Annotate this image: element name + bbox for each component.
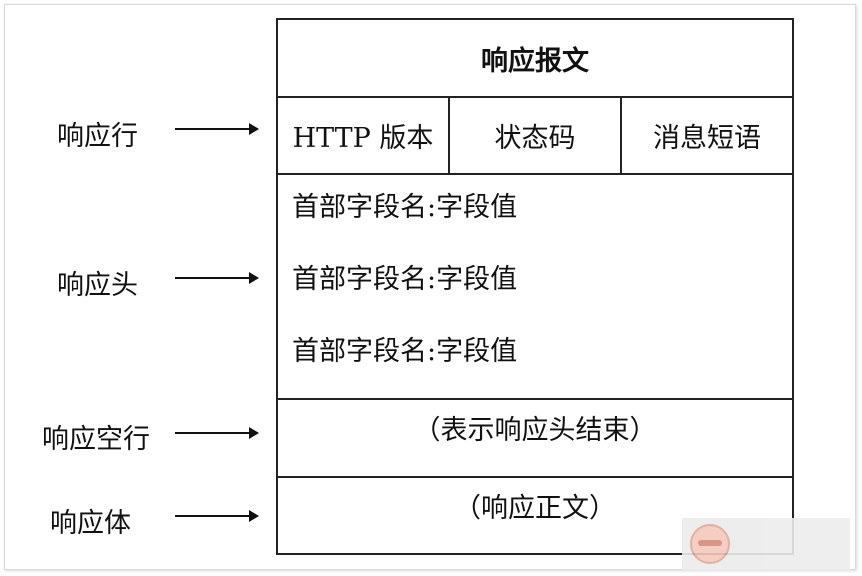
header-field-line: 首部字段名:字段值 bbox=[292, 336, 518, 367]
label-body: 响应体 bbox=[50, 508, 131, 539]
figure-frame bbox=[4, 4, 856, 570]
label-status-line: 响应行 bbox=[57, 121, 138, 152]
cell-status-code: 状态码 bbox=[448, 98, 620, 173]
blank-line-text: （表示响应头结束） bbox=[413, 415, 657, 446]
arrow-blank-line bbox=[175, 427, 259, 439]
arrow-body bbox=[175, 510, 259, 522]
arrow-headers bbox=[175, 272, 259, 284]
response-message-diagram: 响应报文 HTTP 版本 状态码 消息短语 首部字段名:字段值 首部字段名:字段… bbox=[276, 18, 794, 555]
headers-section: 首部字段名:字段值 首部字段名:字段值 首部字段名:字段值 bbox=[278, 175, 792, 400]
cell-http-version: HTTP 版本 bbox=[292, 123, 434, 154]
watermark-face-icon bbox=[690, 524, 730, 564]
watermark-logo bbox=[682, 518, 850, 570]
header-field-line: 首部字段名:字段值 bbox=[292, 264, 518, 295]
status-line-row: HTTP 版本 状态码 消息短语 bbox=[278, 98, 792, 175]
label-headers: 响应头 bbox=[57, 270, 138, 301]
body-row: （响应正文） bbox=[278, 478, 792, 555]
cell-reason-phrase: 消息短语 bbox=[620, 98, 792, 173]
body-text: （响应正文） bbox=[454, 493, 616, 524]
blank-line-row: （表示响应头结束） bbox=[278, 400, 792, 478]
label-blank-line: 响应空行 bbox=[42, 424, 150, 455]
diagram-title: 响应报文 bbox=[278, 20, 792, 98]
arrow-status-line bbox=[175, 123, 259, 135]
header-field-line: 首部字段名:字段值 bbox=[292, 192, 518, 223]
